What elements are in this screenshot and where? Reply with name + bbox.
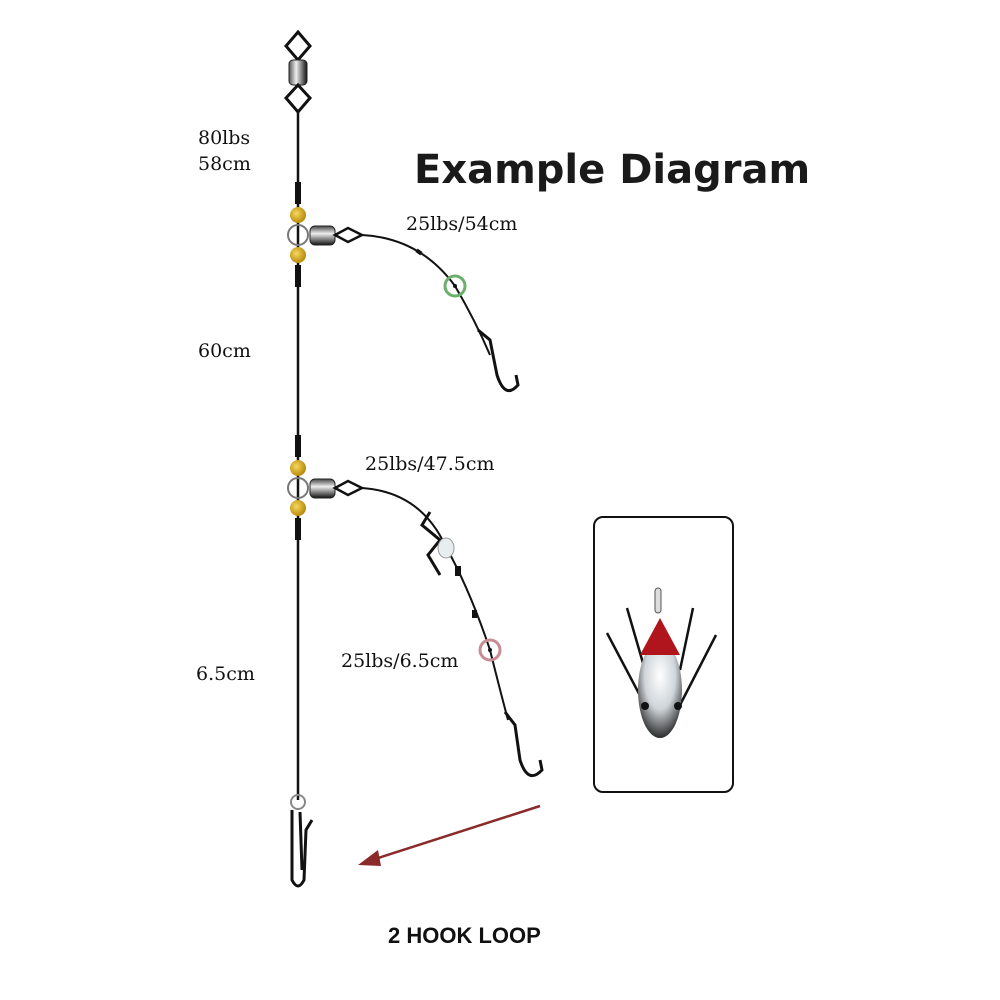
diagram-title: Example Diagram <box>414 147 810 193</box>
label-58cm: 58cm <box>198 153 251 175</box>
snap-clip <box>290 794 314 888</box>
crimp-sleeve <box>295 435 301 457</box>
lure-head <box>640 618 680 655</box>
bead <box>290 500 306 516</box>
crimp-sleeve <box>295 182 301 204</box>
spinner-wire <box>420 511 443 576</box>
label-80lbs: 80lbs <box>198 127 250 149</box>
spinner-bead <box>437 537 455 559</box>
hook-icon <box>477 328 520 393</box>
bead <box>290 460 306 476</box>
label-6-5cm: 6.5cm <box>196 663 255 685</box>
arrow-icon <box>358 804 541 866</box>
bead <box>290 207 306 223</box>
lure-inset <box>593 516 734 793</box>
green-bead-ring <box>443 274 467 298</box>
label-branch2-lower: 25lbs/6.5cm <box>341 650 458 672</box>
top-swivel <box>283 29 313 115</box>
pink-bead-ring <box>478 638 502 662</box>
crimp-sleeve <box>295 518 301 540</box>
dropper-branch-2 <box>287 460 544 778</box>
label-branch1: 25lbs/54cm <box>406 213 517 235</box>
bead <box>290 247 306 263</box>
label-60cm: 60cm <box>198 340 251 362</box>
dropper-branch-1 <box>287 207 520 393</box>
hook-icon <box>503 711 544 778</box>
label-branch2: 25lbs/47.5cm <box>365 453 495 475</box>
crimp-sleeve <box>295 265 301 287</box>
lure-body <box>638 642 682 738</box>
caption: 2 HOOK LOOP <box>388 923 541 948</box>
